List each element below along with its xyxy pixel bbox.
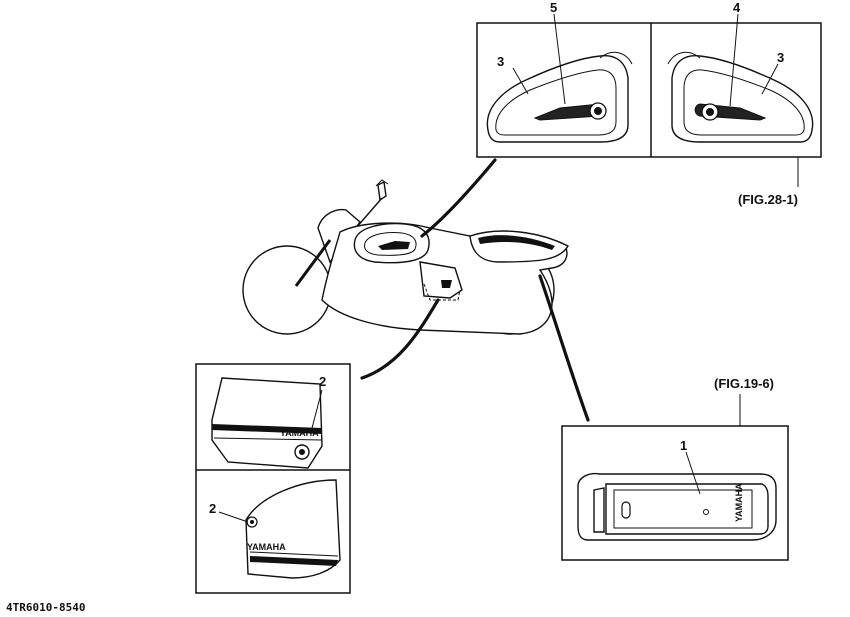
lead-to-side-cover-panel xyxy=(360,298,440,380)
fig-28-1-reference: (FIG.28-1) xyxy=(738,192,798,207)
motorcycle-outline xyxy=(242,179,569,335)
yamaha-decal-upper: YAMAHA xyxy=(280,428,319,438)
callout-1: 1 xyxy=(680,438,687,453)
callout-2-top: 2 xyxy=(319,374,326,389)
lead-to-tank-panel xyxy=(420,158,497,238)
yamaha-decal-fender: YAMAHA xyxy=(734,483,744,522)
tank-right-view xyxy=(667,51,814,143)
callout-2-bottom: 2 xyxy=(209,501,216,516)
fender-panel xyxy=(561,425,789,561)
callout-3-left: 3 xyxy=(497,54,504,69)
tank-emblem-panel xyxy=(476,13,822,158)
side-cover-panel xyxy=(195,363,351,594)
diagram-part-number: 4TR6010-8540 xyxy=(6,601,85,614)
callout-4: 4 xyxy=(733,0,741,15)
fig-19-6-reference: (FIG.19-6) xyxy=(714,376,774,391)
callout-3-right: 3 xyxy=(777,50,784,65)
yamaha-decal-lower: YAMAHA xyxy=(247,542,286,552)
tank-left-view xyxy=(486,51,633,143)
lead-to-fender-panel xyxy=(538,274,590,422)
callout-5: 5 xyxy=(550,0,557,15)
